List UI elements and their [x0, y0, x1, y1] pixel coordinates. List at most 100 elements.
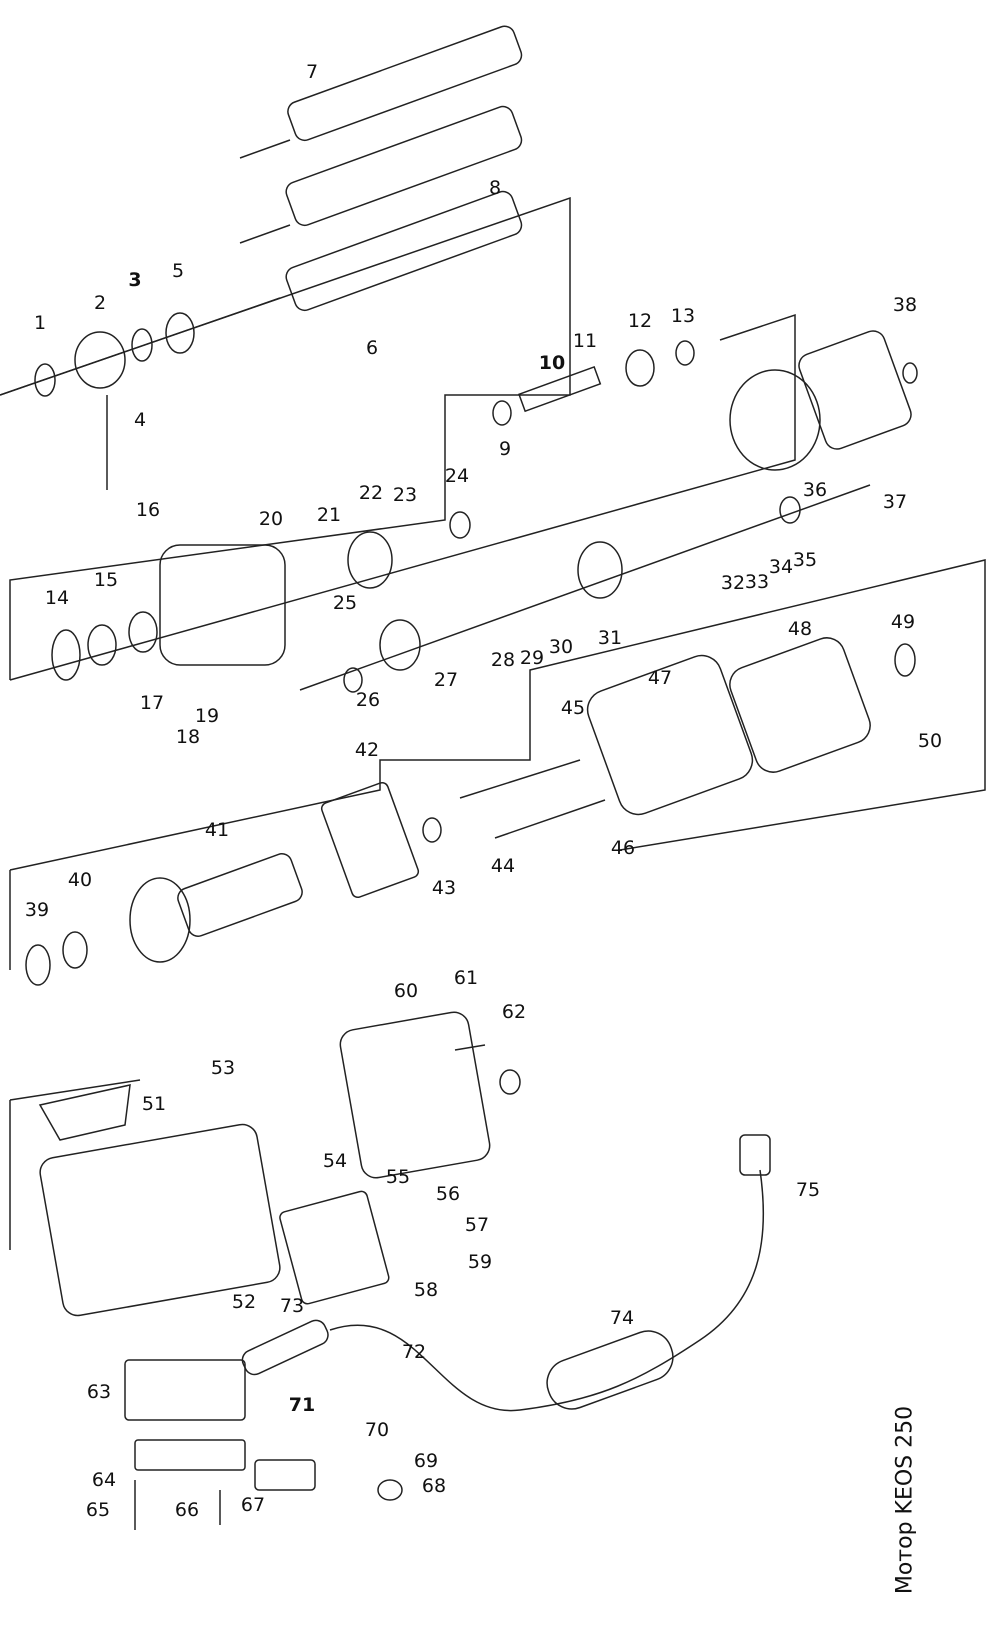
part-label-40: 40 [67, 869, 93, 891]
plug-75 [739, 1134, 771, 1176]
part-label-7: 7 [305, 61, 319, 83]
axis-line-2 [299, 484, 871, 691]
bearing-35 [779, 496, 801, 524]
part-label-44: 44 [490, 855, 516, 877]
part-label-26: 26 [355, 689, 381, 711]
flange-2 [74, 331, 126, 389]
shaft-10 [518, 365, 602, 413]
part-label-20: 20 [258, 508, 284, 530]
part-label-62: 62 [501, 1001, 527, 1023]
screw-44a [459, 759, 581, 799]
part-label-54: 54 [322, 1150, 348, 1172]
ring-39 [25, 944, 51, 986]
diagram-caption: Мотор KEOS 250 [892, 1405, 918, 1595]
part-label-50: 50 [917, 730, 943, 752]
fan-41 [129, 877, 191, 963]
part-label-42: 42 [354, 739, 380, 761]
part-label-32: 32 [720, 572, 746, 594]
part-label-13: 13 [670, 305, 696, 327]
frame-line-3 [9, 559, 986, 871]
part-label-68: 68 [421, 1475, 447, 1497]
part-label-71: 71 [288, 1394, 316, 1416]
part-label-66: 66 [174, 1499, 200, 1521]
part-label-10: 10 [538, 352, 566, 374]
housing-20 [159, 544, 286, 666]
part-label-56: 56 [435, 1183, 461, 1205]
stator-48 [729, 637, 871, 773]
oring-36 [729, 369, 821, 471]
ring-14 [51, 629, 81, 681]
part-label-45: 45 [560, 697, 586, 719]
part-label-46: 46 [610, 837, 636, 859]
frame-line-5 [9, 1079, 141, 1101]
switch-67 [254, 1459, 316, 1491]
part-label-51: 51 [141, 1093, 167, 1115]
part-label-12: 12 [627, 310, 653, 332]
shaft-8 [239, 105, 523, 244]
part-label-34: 34 [768, 556, 794, 578]
part-label-4: 4 [133, 409, 147, 431]
part-label-73: 73 [279, 1295, 305, 1317]
axis-line-1 [0, 297, 281, 396]
plate-54 [279, 1190, 390, 1305]
frame-line-1 [0, 196, 571, 680]
bearing-40 [62, 931, 88, 969]
bearing-15a [87, 624, 117, 666]
part-label-23: 23 [392, 484, 418, 506]
part-label-47: 47 [647, 667, 673, 689]
shaft-6 [285, 190, 523, 312]
screw-61 [454, 1044, 486, 1051]
knob-68 [377, 1479, 403, 1501]
bearing-43 [422, 817, 442, 843]
part-label-35: 35 [792, 549, 818, 571]
part-label-5: 5 [171, 260, 185, 282]
part-label-11: 11 [572, 330, 598, 352]
part-label-16: 16 [135, 499, 161, 521]
part-label-27: 27 [433, 669, 459, 691]
part-label-17: 17 [139, 692, 165, 714]
gear-12 [625, 349, 655, 387]
part-label-65: 65 [85, 1499, 111, 1521]
plate-64 [134, 1439, 246, 1471]
cable [329, 1169, 765, 1412]
cover-37 [798, 330, 912, 450]
ring-38 [902, 362, 918, 384]
part-label-36: 36 [802, 479, 828, 501]
part-label-1: 1 [33, 312, 47, 334]
part-label-3: 3 [128, 269, 142, 291]
gear-22 [347, 531, 393, 589]
ring-3 [131, 328, 153, 362]
part-label-41: 41 [204, 819, 230, 841]
bearing-24 [449, 511, 471, 539]
part-label-8: 8 [488, 177, 502, 199]
part-label-49: 49 [890, 611, 916, 633]
part-label-21: 21 [316, 504, 342, 526]
part-label-2: 2 [93, 292, 107, 314]
part-label-63: 63 [86, 1381, 112, 1403]
plate-42 [320, 781, 420, 899]
stator-47 [586, 654, 754, 816]
part-label-19: 19 [194, 705, 220, 727]
part-label-30: 30 [548, 636, 574, 658]
part-label-64: 64 [91, 1469, 117, 1491]
shaft-7 [239, 25, 523, 159]
part-label-24: 24 [444, 465, 470, 487]
part-label-33: 33 [744, 571, 770, 593]
part-label-61: 61 [453, 967, 479, 989]
bearing-13 [675, 340, 695, 366]
frame-line-2 [9, 313, 796, 681]
part-label-14: 14 [44, 587, 70, 609]
part-label-15: 15 [93, 569, 119, 591]
part-label-28: 28 [490, 649, 516, 671]
part-label-43: 43 [431, 877, 457, 899]
part-label-38: 38 [892, 294, 918, 316]
ring-49 [894, 643, 916, 677]
seal-5 [165, 312, 195, 354]
part-label-58: 58 [413, 1279, 439, 1301]
part-label-59: 59 [467, 1251, 493, 1273]
part-label-72: 72 [401, 1341, 427, 1363]
switchbox-63 [124, 1359, 246, 1421]
screw-44b [494, 799, 606, 839]
